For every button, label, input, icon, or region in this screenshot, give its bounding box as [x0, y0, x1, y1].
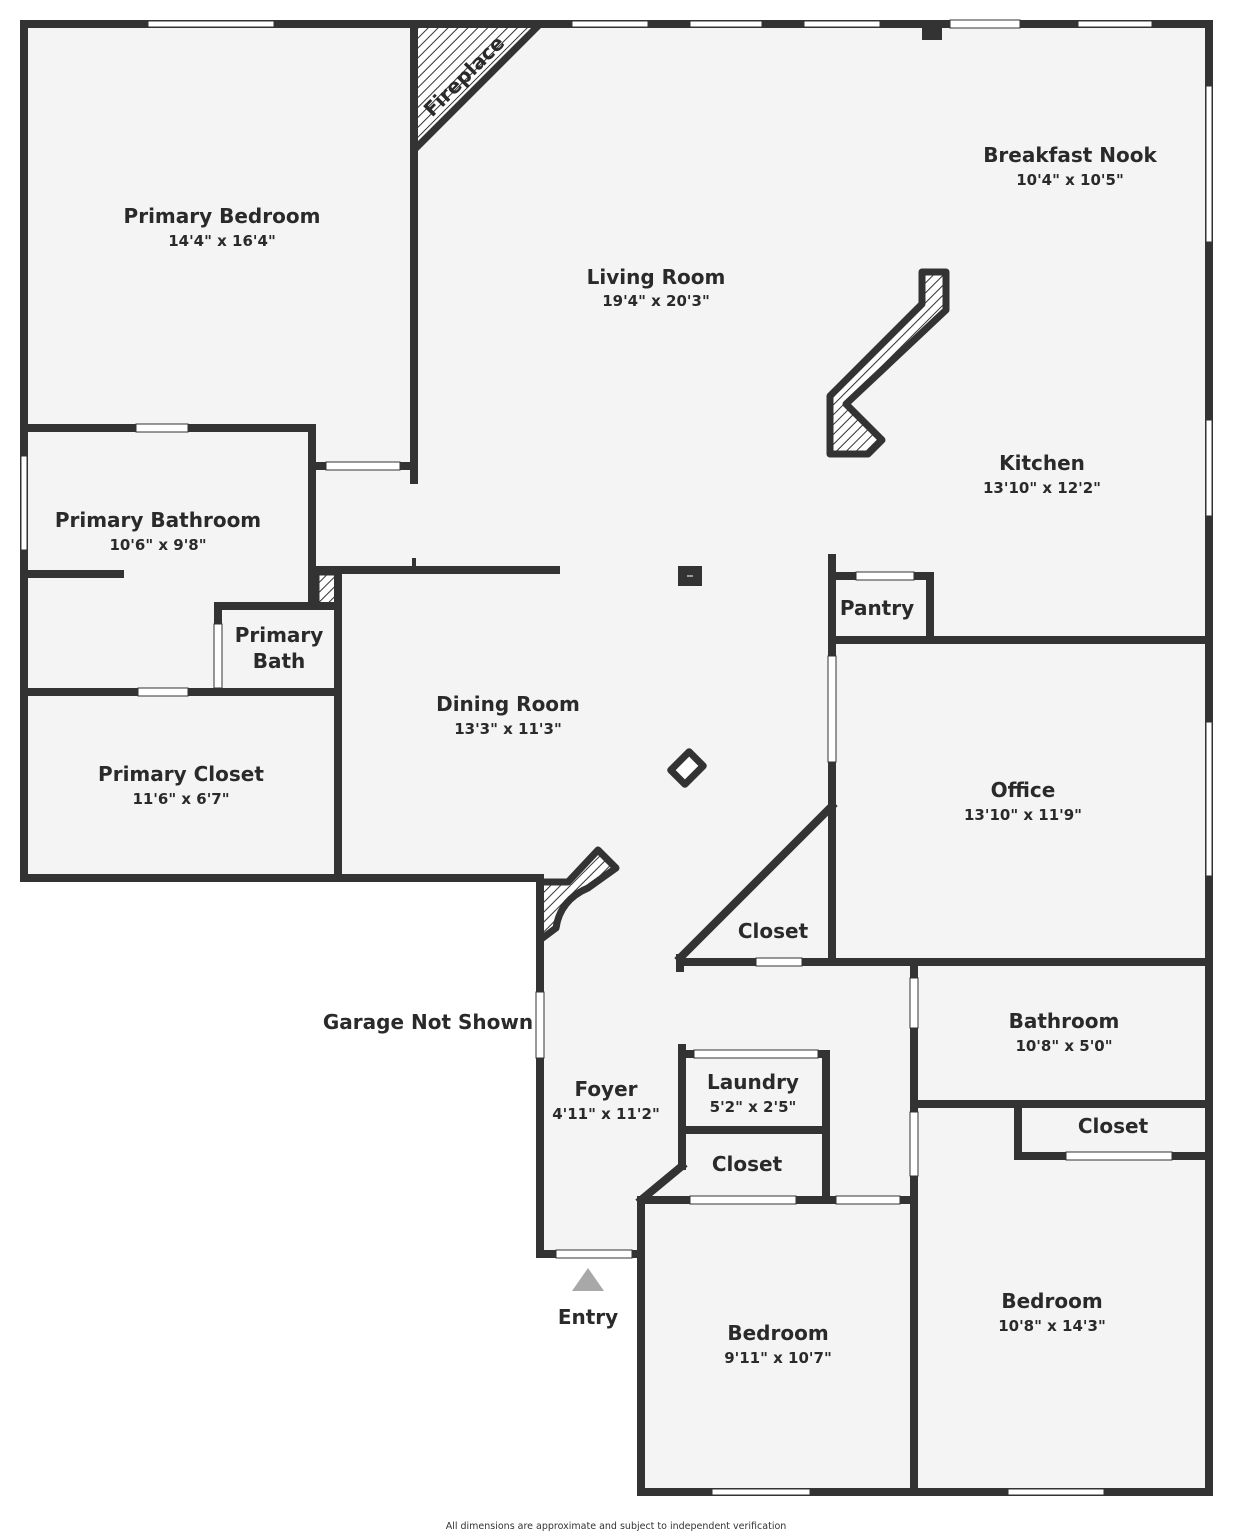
room-name-kitchen: Kitchen [999, 451, 1085, 475]
room-name-primary-bath-line1: Primary [235, 623, 324, 647]
room-name-dining-room: Dining Room [436, 692, 580, 716]
room-name-bedroom-closet: Closet [1078, 1114, 1149, 1138]
room-name-primary-bathroom: Primary Bathroom [55, 508, 261, 532]
room-name-linen-closet: Closet [712, 1152, 783, 1176]
foyer-column [536, 846, 620, 944]
entry-label: Entry [558, 1305, 618, 1329]
room-name-living-room: Living Room [587, 265, 726, 289]
room-name-bedroom-2: Bedroom [727, 1321, 828, 1345]
entry-arrow-icon [572, 1268, 604, 1291]
room-name-primary-bath-line2: Bath [253, 649, 306, 673]
room-labels: Primary Bedroom 14'4" x 16'4" Living Roo… [55, 143, 1158, 1367]
room-dims-breakfast-nook: 10'4" x 10'5" [1016, 171, 1124, 189]
room-name-primary-bedroom: Primary Bedroom [124, 204, 321, 228]
room-dims-bedroom-2: 9'11" x 10'7" [724, 1349, 832, 1367]
garage-note: Garage Not Shown [323, 1010, 533, 1034]
room-dims-primary-closet: 11'6" x 6'7" [132, 790, 229, 808]
room-name-bedroom-3: Bedroom [1001, 1289, 1102, 1313]
room-dims-laundry: 5'2" x 2'5" [710, 1098, 797, 1116]
room-dims-living-room: 19'4" x 20'3" [602, 292, 710, 310]
room-dims-primary-bedroom: 14'4" x 16'4" [168, 232, 276, 250]
room-name-breakfast-nook: Breakfast Nook [983, 143, 1157, 167]
room-name-bathroom: Bathroom [1009, 1009, 1120, 1033]
room-name-laundry: Laundry [707, 1070, 799, 1094]
room-dims-bedroom-3: 10'8" x 14'3" [998, 1317, 1106, 1335]
room-dims-primary-bathroom: 10'6" x 9'8" [109, 536, 206, 554]
door-openings [135, 19, 1173, 1259]
windows [20, 20, 1213, 1496]
room-name-foyer: Foyer [574, 1077, 637, 1101]
room-name-primary-closet: Primary Closet [98, 762, 264, 786]
room-name-hall-closet: Closet [738, 919, 809, 943]
room-dims-foyer: 4'11" x 11'2" [552, 1105, 660, 1123]
room-dims-bathroom: 10'8" x 5'0" [1015, 1037, 1112, 1055]
room-name-office: Office [991, 778, 1056, 802]
footer-disclaimer: All dimensions are approximate and subje… [446, 1521, 787, 1532]
room-dims-dining-room: 13'3" x 11'3" [454, 720, 562, 738]
floor-areas [24, 24, 1210, 1492]
dining-column [667, 748, 707, 788]
room-dims-kitchen: 13'10" x 12'2" [983, 479, 1101, 497]
kitchen-island [826, 268, 950, 458]
room-dims-office: 13'10" x 11'9" [964, 806, 1082, 824]
room-name-pantry: Pantry [840, 596, 914, 620]
